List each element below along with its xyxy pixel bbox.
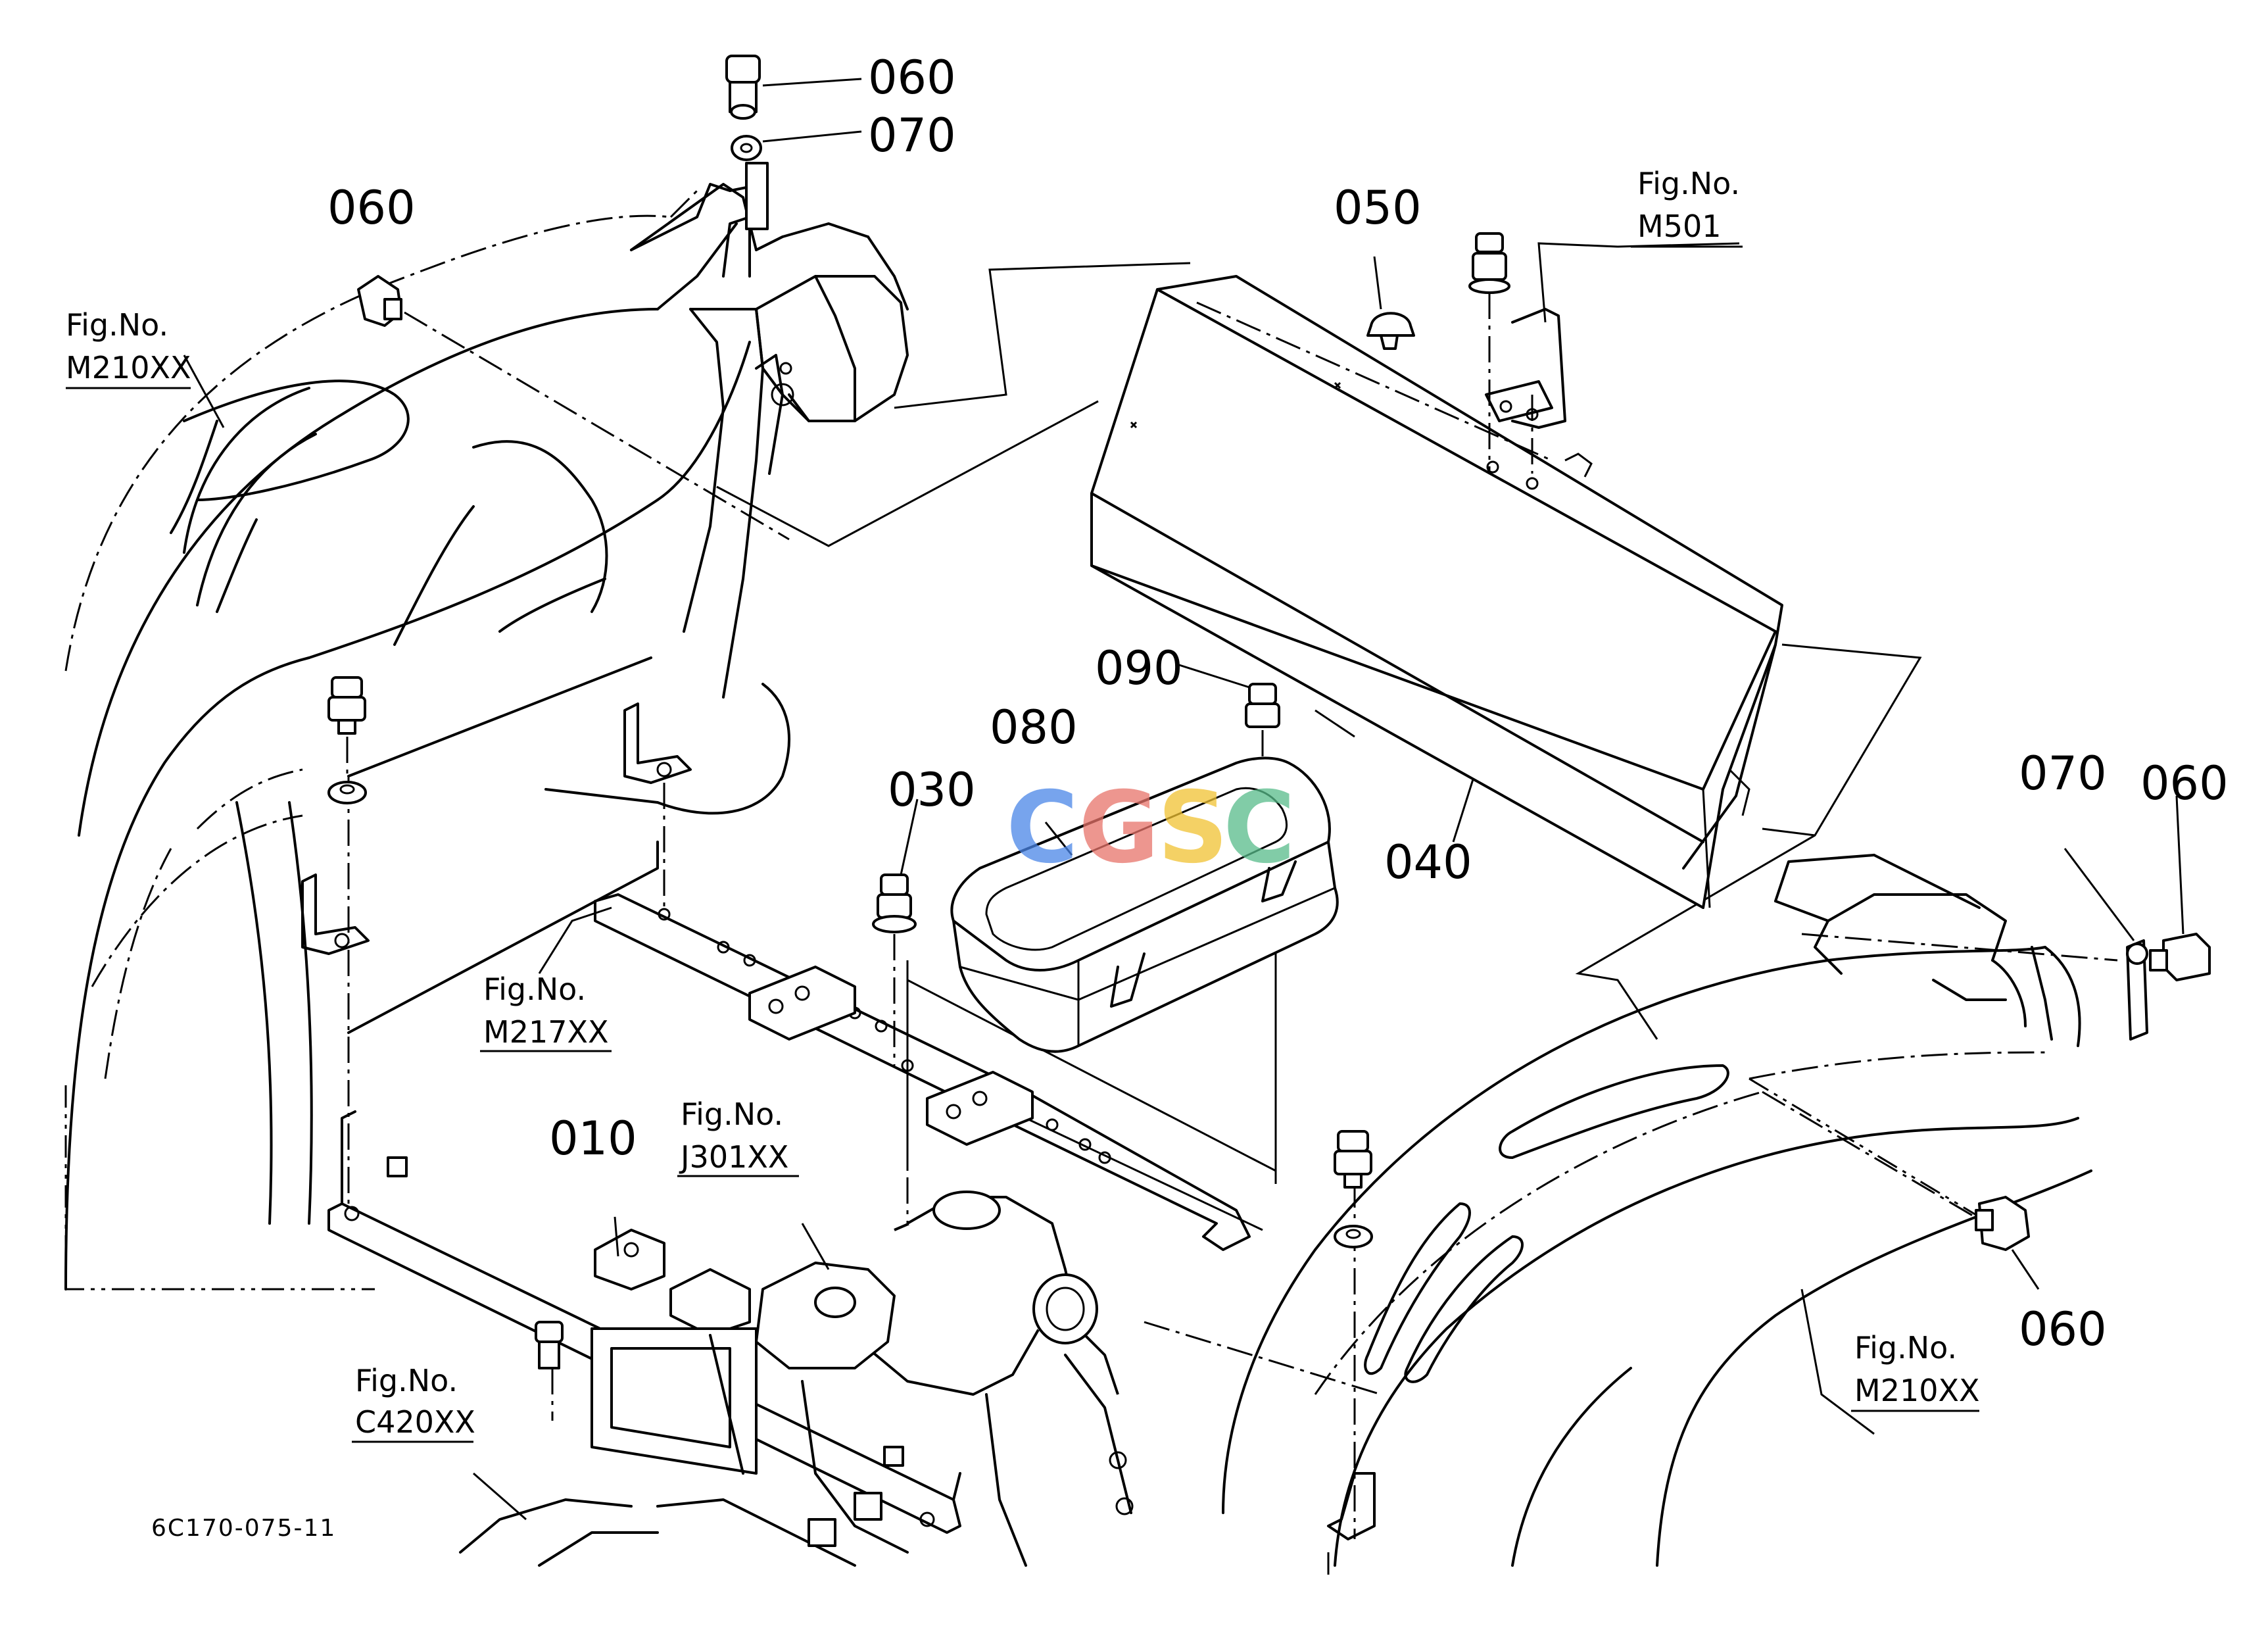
figref-m210-right-code: M210XX bbox=[1854, 1373, 1980, 1408]
top-center-bracket bbox=[630, 162, 909, 422]
figref-m501-label: Fig.No. bbox=[1637, 166, 1740, 201]
drawing-code: 6C170-075-11 bbox=[151, 1515, 336, 1542]
watermark-letter: S bbox=[1157, 771, 1228, 885]
figref-m210-right-label: Fig.No. bbox=[1854, 1330, 1957, 1365]
bolt-030 bbox=[872, 799, 919, 1066]
figref-m217-code: M217XX bbox=[483, 1014, 609, 1050]
callout-050: 050 bbox=[1334, 181, 1422, 235]
center-plate bbox=[594, 893, 1251, 1251]
right-fender bbox=[1144, 854, 2118, 1579]
bolt-left-lower bbox=[535, 1321, 564, 1369]
bolt-090 bbox=[1176, 663, 1280, 763]
toolbox bbox=[950, 756, 1339, 1053]
bolt-060-left bbox=[357, 275, 790, 541]
figref-c420-code: C420XX bbox=[355, 1404, 475, 1440]
bolt-060-bottom-right bbox=[1975, 1196, 2040, 1290]
figref-c420-label: Fig.No. bbox=[355, 1363, 458, 1398]
figref-m501-code: M501 bbox=[1637, 209, 1722, 244]
watermark-letter: C bbox=[1006, 771, 1078, 885]
figref-j301-code: J301XX bbox=[679, 1139, 788, 1175]
callout-030: 030 bbox=[888, 763, 976, 817]
callout-060-left: 060 bbox=[327, 181, 416, 235]
watermark-letter: C bbox=[1223, 771, 1295, 885]
bolt-right-center bbox=[1334, 1130, 1373, 1248]
watermark: C G S C bbox=[1006, 771, 1295, 885]
callout-060-bottom-right: 060 bbox=[2019, 1302, 2107, 1356]
bolt-060-top bbox=[725, 55, 862, 120]
left-fender bbox=[64, 183, 790, 1291]
callout-060-top: 060 bbox=[868, 51, 956, 105]
rivet-050 bbox=[1366, 256, 1415, 350]
callout-070-top: 070 bbox=[868, 109, 956, 162]
left-brackets bbox=[301, 656, 1356, 1539]
figref-m210-left-label: Fig.No. bbox=[66, 307, 168, 343]
main-frame-010 bbox=[327, 1110, 961, 1534]
watermark-letter: G bbox=[1078, 771, 1159, 885]
toolbox-cover bbox=[1090, 275, 1783, 909]
fasteners bbox=[327, 55, 2211, 1369]
callout-070-right: 070 bbox=[2019, 747, 2107, 800]
labels: 060 070 060 050 090 080 030 040 070 060 … bbox=[66, 51, 2229, 1542]
washer-070-top bbox=[731, 130, 862, 161]
figref-m217-label: Fig.No. bbox=[483, 971, 586, 1007]
callout-060-right: 060 bbox=[2140, 756, 2229, 810]
bolt-m501 bbox=[1468, 232, 1539, 490]
callout-040: 040 bbox=[1384, 835, 1472, 889]
bolt-060-right bbox=[2149, 795, 2211, 981]
callout-010: 010 bbox=[549, 1112, 637, 1166]
figref-j301-label: Fig.No. bbox=[681, 1096, 783, 1132]
figref-m210-left-code: M210XX bbox=[66, 350, 191, 385]
bolt-left-upper bbox=[327, 676, 367, 804]
callout-090: 090 bbox=[1095, 641, 1183, 695]
washer-070-right bbox=[2063, 848, 2148, 1041]
callout-080: 080 bbox=[990, 701, 1078, 754]
center-housing bbox=[459, 1191, 1134, 1567]
